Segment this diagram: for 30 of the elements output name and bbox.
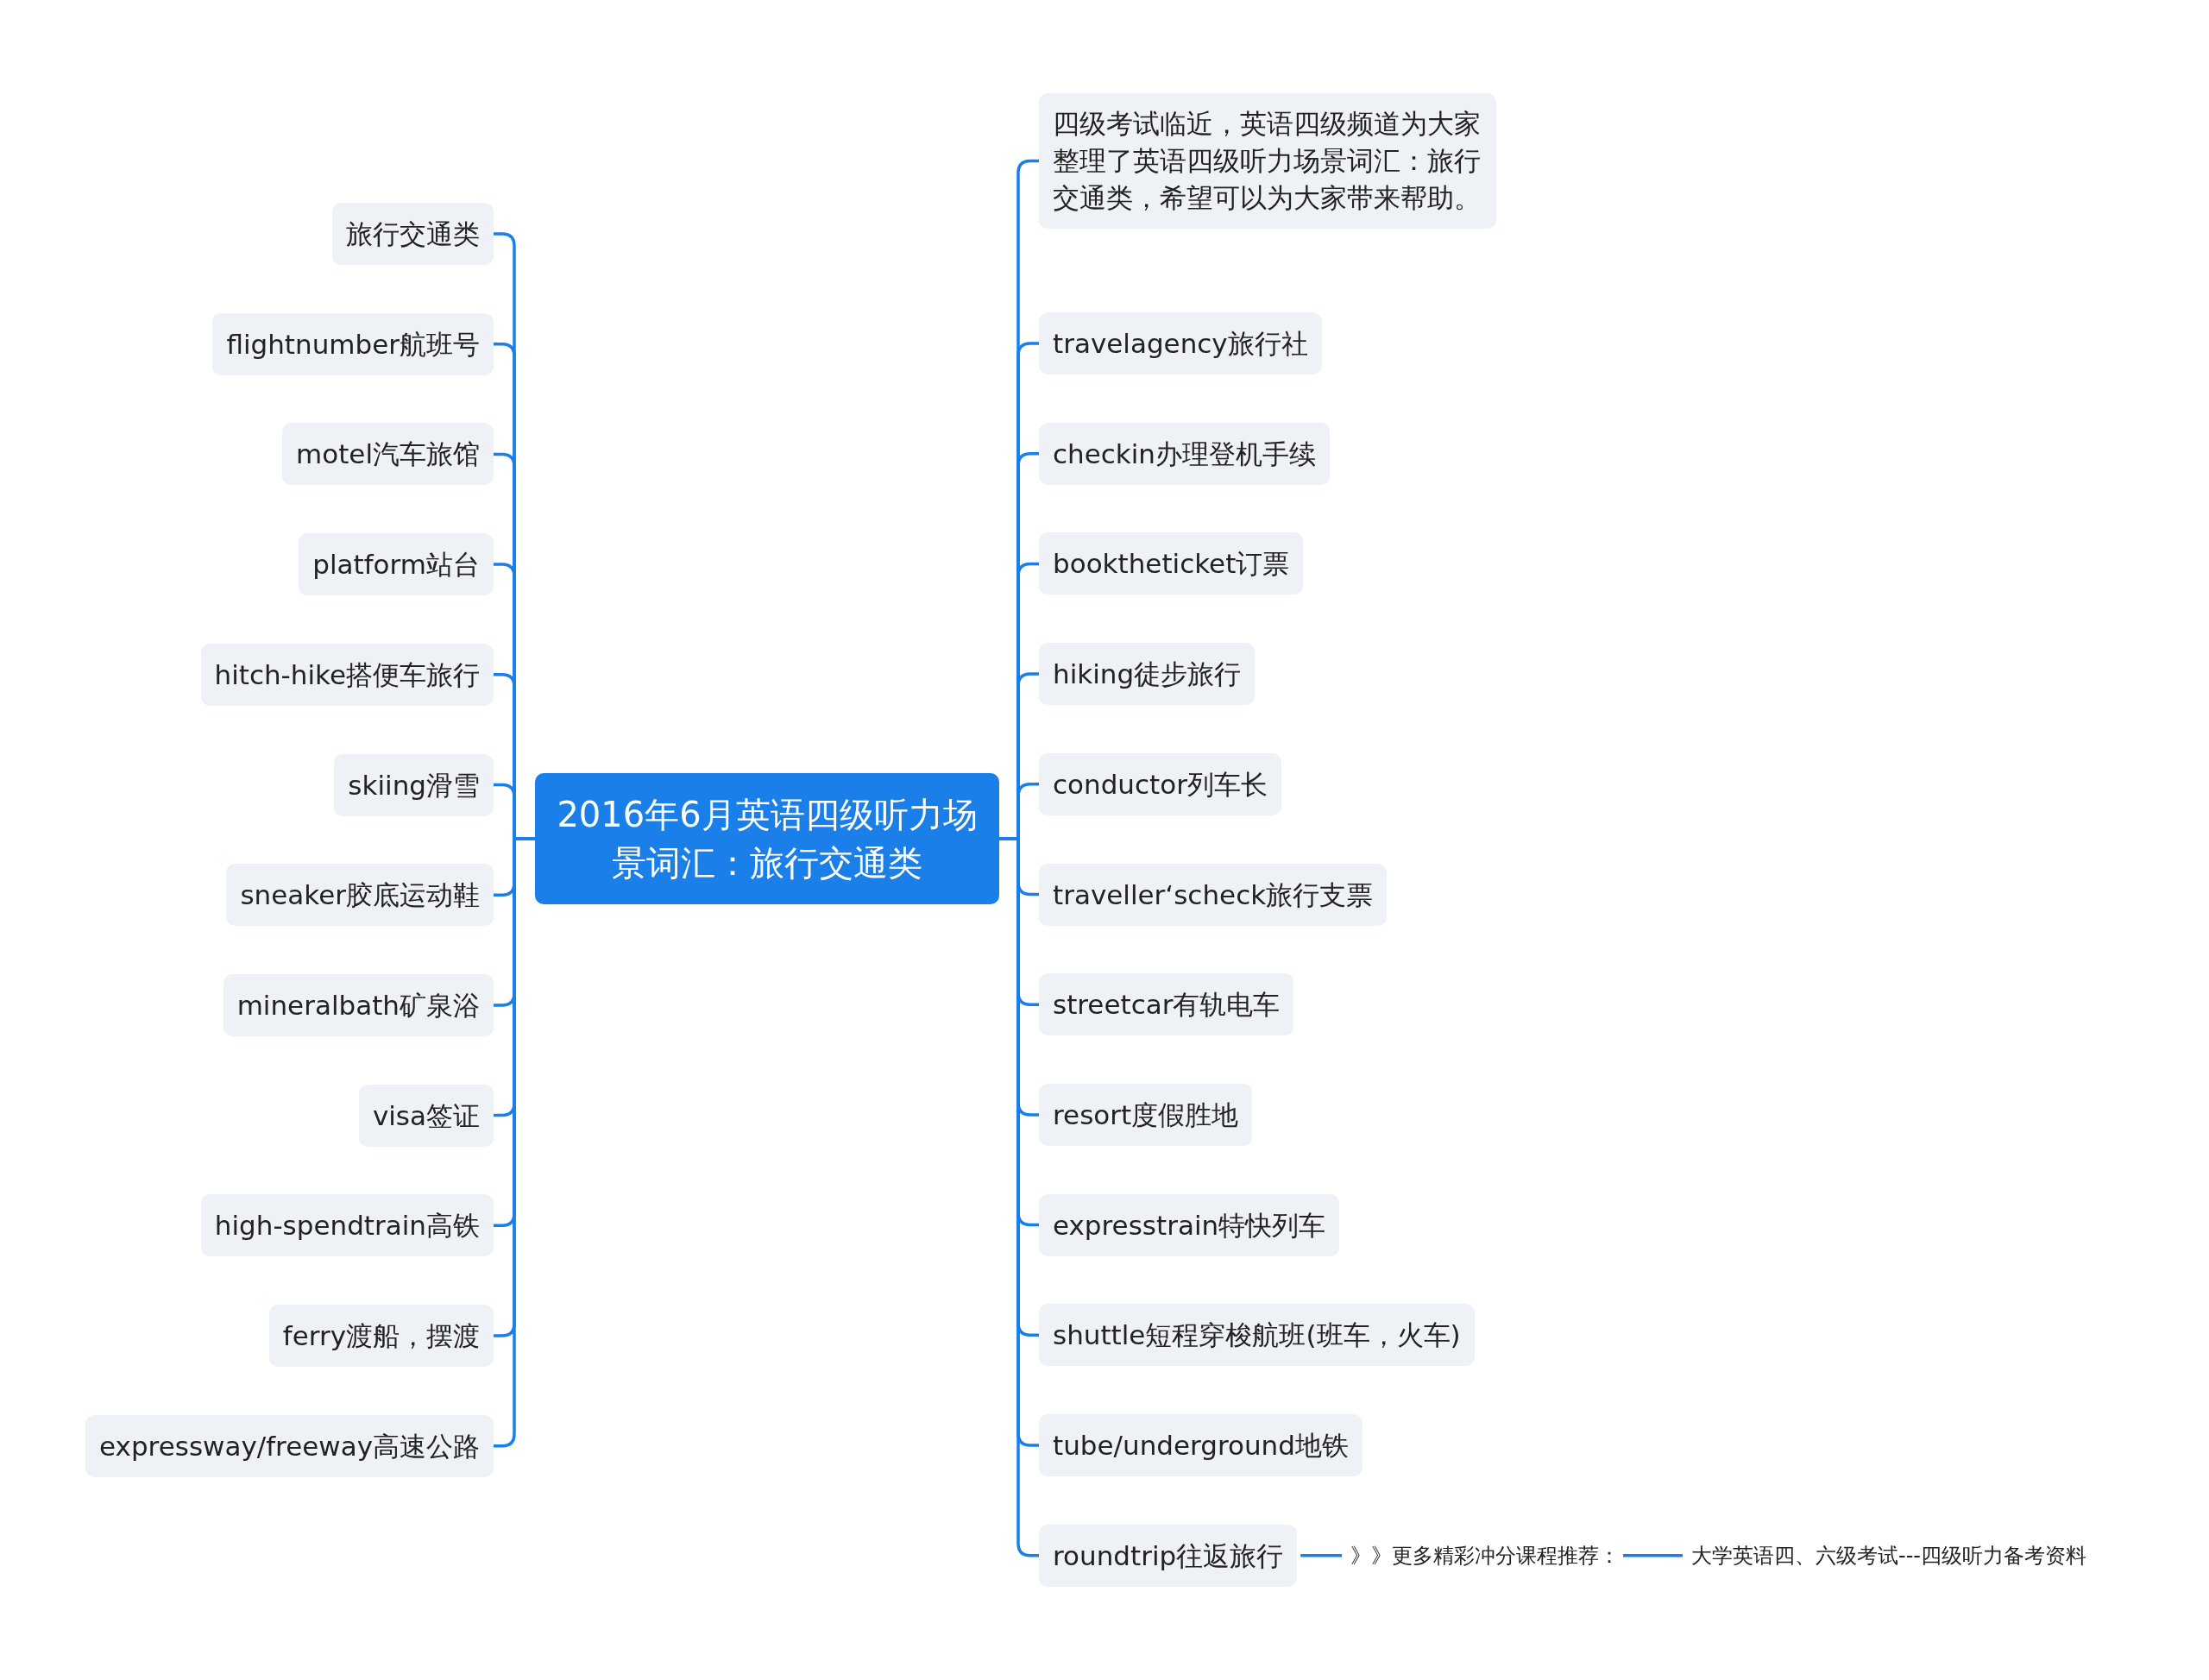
topic-box: expressway/freeway高速公路 xyxy=(85,1414,494,1477)
link-text: 大学英语四、六级考试---四级听力备考资料 xyxy=(1691,1540,2086,1570)
topic-box: mineralbath矿泉浴 xyxy=(223,973,494,1036)
topic-box: resort度假胜地 xyxy=(1039,1083,1253,1146)
central-topic-box: 2016年6月英语四级听力场景词汇：旅行交通类 xyxy=(535,773,999,904)
topic-box: booktheticket订票 xyxy=(1039,532,1304,595)
topic-box: travelagency旅行社 xyxy=(1039,312,1322,374)
topic-box: sneaker胶底运动鞋 xyxy=(226,864,494,927)
topic-box: flightnumber航班号 xyxy=(212,312,494,375)
topic-box: platform站台 xyxy=(299,533,494,596)
topic-box: shuttle短程穿梭航班(班车，火车) xyxy=(1039,1304,1475,1367)
topic-box: expresstrain特快列车 xyxy=(1039,1193,1340,1256)
topic-box: skiing滑雪 xyxy=(334,753,494,816)
connector-line xyxy=(1300,1553,1342,1557)
topic-box: motel汽车旅馆 xyxy=(282,423,494,486)
topic-box: visa签证 xyxy=(358,1084,494,1147)
topic-box: ferry渡船，摆渡 xyxy=(268,1305,494,1367)
topic-box: high-spendtrain高铁 xyxy=(200,1194,494,1257)
link-text: 》》更多精彩冲分课程推荐： xyxy=(1350,1540,1620,1570)
connector-line xyxy=(1623,1553,1683,1557)
topic-box: streetcar有轨电车 xyxy=(1039,973,1294,1036)
topic-box: traveller‘scheck旅行支票 xyxy=(1039,863,1388,926)
topic-box: checkin办理登机手续 xyxy=(1039,422,1331,485)
topic-box: 旅行交通类 xyxy=(332,203,494,265)
topic-box: hitch-hike搭便车旅行 xyxy=(200,643,494,706)
topic-box: hiking徒步旅行 xyxy=(1039,643,1256,706)
note-box: 四级考试临近，英语四级频道为大家整理了英语四级听力场景词汇：旅行交通类，希望可以为大家带来帮助。 xyxy=(1039,93,1496,229)
topic-box: tube/underground地铁 xyxy=(1039,1414,1363,1476)
topic-box: roundtrip往返旅行 xyxy=(1039,1524,1298,1587)
topic-box: conductor列车长 xyxy=(1039,752,1281,815)
